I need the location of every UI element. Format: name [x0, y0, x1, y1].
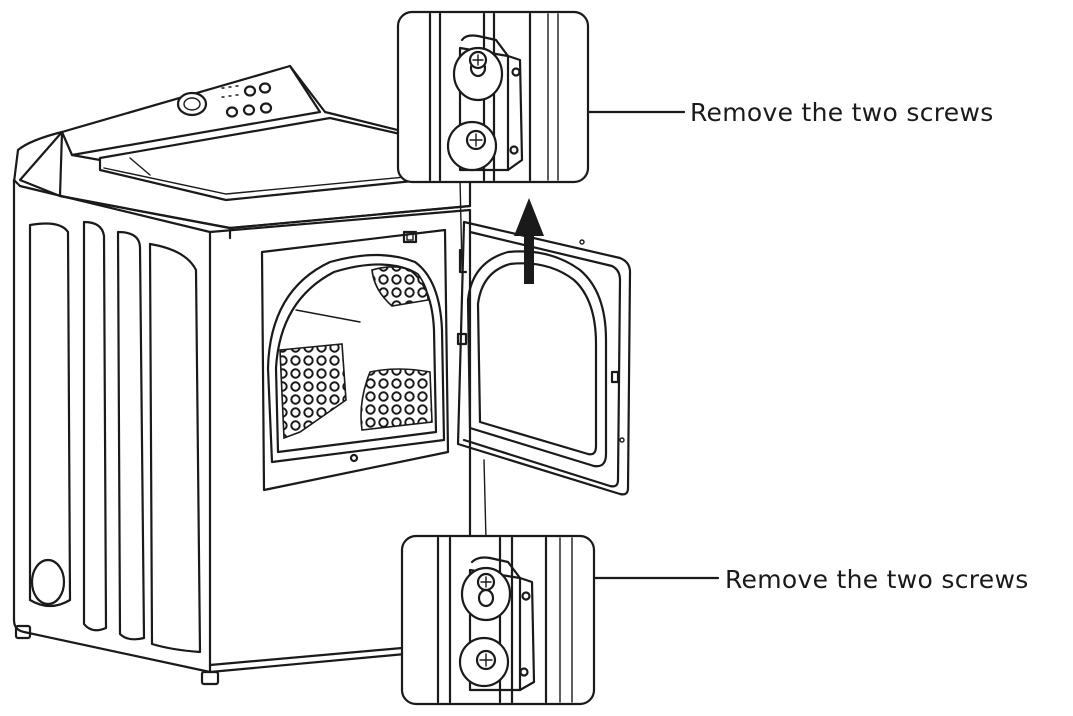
bottom-callout-label: Remove the two screws: [725, 565, 1029, 594]
lift-arrow: [514, 198, 544, 284]
bottom-leader-line: [483, 459, 487, 541]
top-callout-label: Remove the two screws: [690, 98, 994, 127]
bottom-hinge-zoom: [400, 534, 596, 706]
top-hinge-pointer: [458, 248, 468, 274]
dryer-door: [456, 220, 632, 496]
drum-opening: [260, 228, 450, 492]
top-leader-line: [459, 177, 463, 271]
top-hinge-zoom: [396, 10, 590, 184]
dryer-body: [12, 64, 472, 686]
